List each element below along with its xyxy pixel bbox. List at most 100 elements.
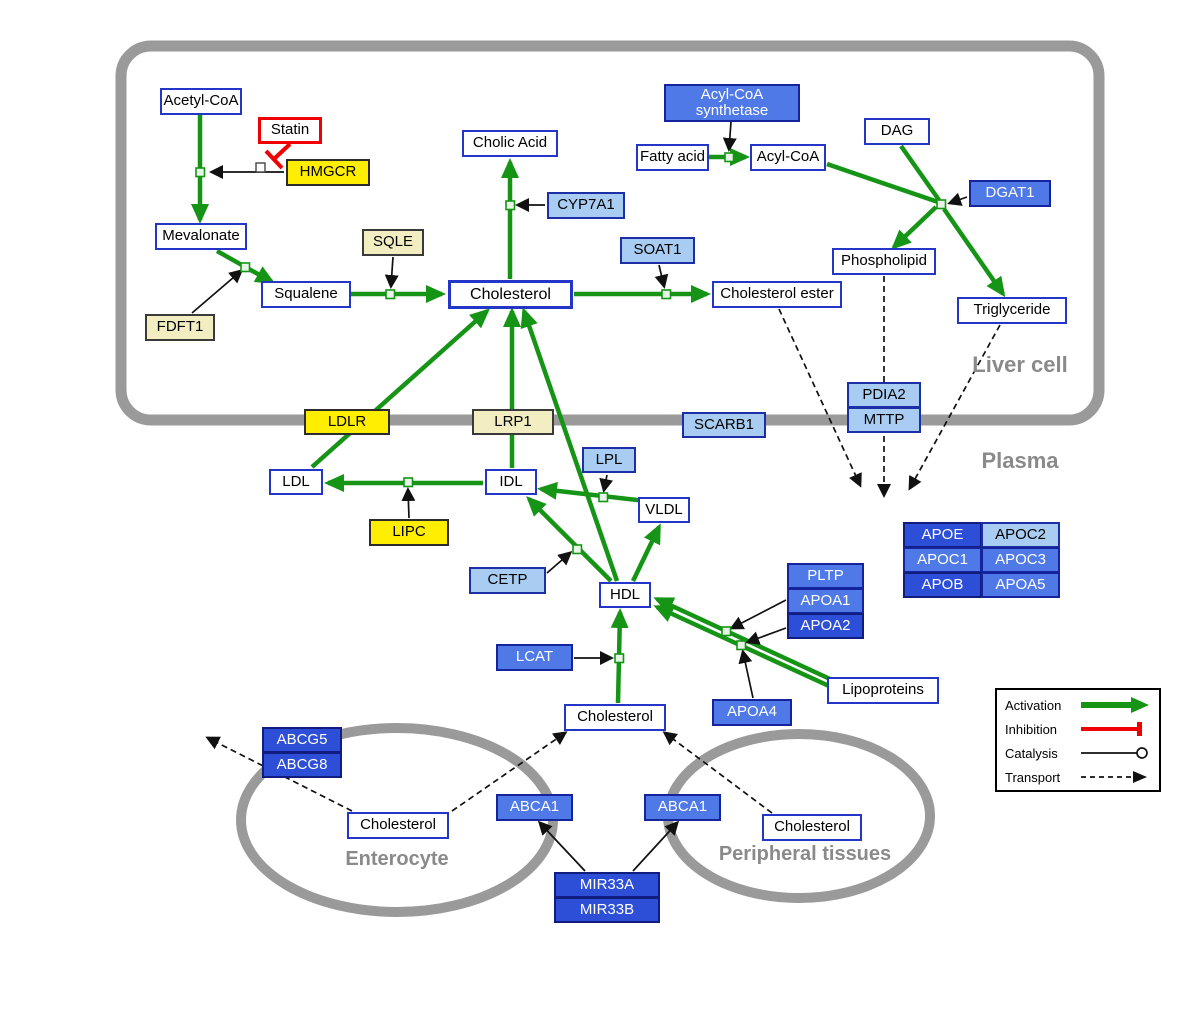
node-dgat1[interactable]: DGAT1 — [969, 180, 1051, 207]
node-cyp7a1[interactable]: CYP7A1 — [547, 192, 625, 219]
node-cholic-acid[interactable]: Cholic Acid — [462, 130, 558, 157]
node-hmgcr[interactable]: HMGCR — [286, 159, 370, 186]
catalysis-edges — [191, 121, 968, 872]
node-cholesterol-liver[interactable]: Cholesterol — [448, 280, 573, 309]
edge-hdl-idl — [526, 496, 613, 583]
catalysis-apoa4 — [738, 649, 754, 699]
node-apoc3[interactable]: APOC3 — [981, 547, 1060, 573]
catalysis-lpl — [599, 474, 614, 493]
node-apoc2[interactable]: APOC2 — [981, 522, 1060, 548]
node-phospholipid[interactable]: Phospholipid — [832, 248, 936, 275]
node-lpl[interactable]: LPL — [582, 447, 636, 473]
edge-hdl-vldl — [630, 523, 662, 582]
reaction-node — [598, 492, 609, 503]
catalysis-acylcoa-synthetase — [722, 121, 737, 152]
inhibition-tee-sample — [1081, 722, 1142, 736]
legend-row-inhibition: Inhibition — [997, 717, 1159, 741]
transport-cholesterolester-plasma — [778, 308, 862, 488]
node-hdl[interactable]: HDL — [599, 582, 651, 608]
node-fatty-acid[interactable]: Fatty acid — [636, 144, 709, 171]
reaction-node — [661, 289, 672, 300]
edge-junction-triglyceride — [942, 207, 1006, 298]
reaction-node — [736, 640, 747, 651]
catalysis-apoa1 — [729, 599, 787, 630]
node-ldlr[interactable]: LDLR — [304, 409, 390, 435]
node-apoa1[interactable]: APOA1 — [787, 588, 864, 614]
node-cholesterol-enterocyte[interactable]: Cholesterol — [347, 812, 449, 839]
catalysis-soat1 — [654, 264, 669, 289]
node-sqle[interactable]: SQLE — [362, 229, 424, 256]
node-squalene[interactable]: Squalene — [261, 281, 351, 308]
transport-enterocyte-cholesterol-plasma — [451, 731, 568, 812]
reaction-node — [240, 262, 251, 273]
activation-arrow-sample — [1081, 697, 1149, 713]
node-apob[interactable]: APOB — [903, 572, 982, 598]
node-pltp[interactable]: PLTP — [787, 563, 864, 589]
reaction-node — [385, 289, 396, 300]
node-mevalonate[interactable]: Mevalonate — [155, 223, 247, 250]
edge-junction-phospholipid — [891, 205, 938, 250]
catalysis-fdft1 — [191, 269, 244, 314]
node-cholesterol-plasma[interactable]: Cholesterol — [564, 704, 666, 731]
inhibition-statin-tee — [264, 149, 284, 170]
node-apoa5[interactable]: APOA5 — [981, 572, 1060, 598]
plasma-label: Plasma — [981, 448, 1059, 473]
peripheral-tissues-label: Peripheral tissues — [718, 843, 892, 865]
node-abcg8[interactable]: ABCG8 — [262, 752, 342, 778]
reaction-node — [403, 477, 414, 488]
node-idl[interactable]: IDL — [485, 469, 537, 495]
node-scarb1[interactable]: SCARB1 — [682, 412, 766, 438]
node-cholesterol-ester[interactable]: Cholesterol ester — [712, 281, 842, 308]
node-fdft1[interactable]: FDFT1 — [145, 314, 215, 341]
node-lcat[interactable]: LCAT — [496, 644, 573, 671]
node-soat1[interactable]: SOAT1 — [620, 237, 695, 264]
node-acyl-coa-synthetase[interactable]: Acyl-CoA synthetase — [664, 84, 800, 122]
edge-vldl-idl — [537, 481, 647, 504]
node-statin[interactable]: Statin — [258, 117, 322, 144]
node-apoa4[interactable]: APOA4 — [712, 699, 792, 726]
node-triglyceride[interactable]: Triglyceride — [957, 297, 1067, 324]
legend-transport-label: Transport — [1005, 769, 1061, 785]
node-abca1-enterocyte[interactable]: ABCA1 — [496, 794, 573, 821]
reaction-node — [724, 152, 735, 163]
node-mttp[interactable]: MTTP — [847, 407, 921, 433]
node-cetp[interactable]: CETP — [469, 567, 546, 594]
catalysis-mir33-abca1-enterocyte — [537, 820, 586, 872]
legend-catalysis-label: Catalysis — [1005, 745, 1058, 761]
liver-cell-label: Liver cell — [972, 352, 1068, 377]
reaction-node — [721, 626, 732, 637]
inhibition-edges — [264, 142, 292, 170]
enterocyte-label: Enterocyte — [345, 848, 449, 870]
node-mir33b[interactable]: MIR33B — [554, 897, 660, 923]
catalysis-lipc — [401, 487, 416, 519]
node-pdia2[interactable]: PDIA2 — [847, 382, 921, 408]
node-vldl[interactable]: VLDL — [638, 497, 690, 523]
legend-activation-label: Activation — [1005, 697, 1062, 713]
reaction-node — [936, 199, 947, 210]
node-abca1-peripheral[interactable]: ABCA1 — [644, 794, 721, 821]
node-apoa2[interactable]: APOA2 — [787, 613, 864, 639]
node-lrp1[interactable]: LRP1 — [472, 409, 554, 435]
node-acyl-coa[interactable]: Acyl-CoA — [750, 144, 826, 171]
node-abcg5[interactable]: ABCG5 — [262, 727, 342, 753]
node-apoc1[interactable]: APOC1 — [903, 547, 982, 573]
node-cholesterol-peripheral[interactable]: Cholesterol — [762, 814, 862, 841]
legend-row-transport: Transport — [997, 765, 1159, 789]
legend: Activation Inhibition Catalysis Transpor… — [995, 688, 1161, 792]
transport-arrow-sample — [1081, 771, 1147, 783]
node-dag[interactable]: DAG — [864, 118, 930, 145]
reaction-node — [572, 544, 583, 555]
node-lipc[interactable]: LIPC — [369, 519, 449, 546]
legend-row-activation: Activation — [997, 693, 1159, 717]
legend-inhibition-label: Inhibition — [1005, 721, 1058, 737]
node-ldl[interactable]: LDL — [269, 469, 323, 495]
node-lipoproteins[interactable]: Lipoproteins — [827, 677, 939, 704]
node-mir33a[interactable]: MIR33A — [554, 872, 660, 898]
node-apoe[interactable]: APOE — [903, 522, 982, 548]
transport-peripheral-cholesterol-plasma — [662, 731, 773, 814]
inhibition-statin-hmgcr — [272, 142, 292, 161]
node-acetyl-coa[interactable]: Acetyl-CoA — [160, 88, 242, 115]
edge-ldl-cholesterol-via-ldlr — [310, 308, 490, 469]
